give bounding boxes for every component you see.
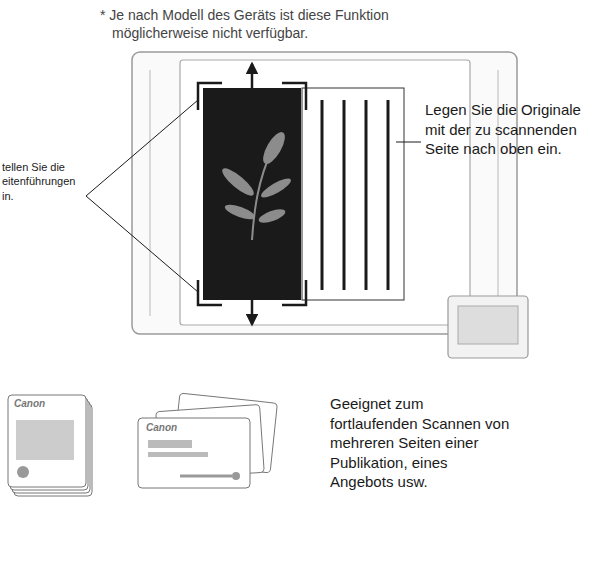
striped-page xyxy=(322,100,388,290)
description-text: Geeignet zum fortlaufenden Scannen von m… xyxy=(330,394,510,492)
side-guides xyxy=(282,280,306,305)
callout-text: tellen Sie die eitenführungen in. xyxy=(2,160,82,203)
guide-arrows xyxy=(251,284,254,324)
leader-line xyxy=(86,100,198,196)
control-panel xyxy=(458,306,518,344)
side-guides xyxy=(198,83,222,110)
side-guides xyxy=(198,83,306,305)
landscape-stack xyxy=(180,475,232,478)
landscape-stack xyxy=(138,418,250,488)
side-guides xyxy=(198,280,222,305)
striped-page xyxy=(302,88,404,300)
leader-line xyxy=(86,196,198,292)
footnote: * Je nach Modell des Geräts ist diese Fu… xyxy=(100,6,452,42)
scanner-body xyxy=(132,52,517,334)
original-photo xyxy=(203,88,301,300)
original-photo xyxy=(219,129,293,240)
landscape-stack xyxy=(138,393,277,488)
landscape-stack xyxy=(232,472,240,480)
original-photo xyxy=(259,129,289,167)
original-photo xyxy=(219,165,257,200)
landscape-stack xyxy=(148,452,208,457)
original-photo xyxy=(257,207,287,226)
leader-line xyxy=(86,100,421,292)
callout-text: Legen Sie die Originale mit der zu scann… xyxy=(425,100,601,159)
portrait-stack xyxy=(8,395,86,487)
logo-text: Canon xyxy=(146,422,206,433)
original-photo xyxy=(259,175,293,201)
logo-text: Canon xyxy=(14,398,74,409)
guide-arrows xyxy=(251,64,254,104)
original-photo xyxy=(203,88,301,300)
striped-page xyxy=(302,88,404,300)
original-photo xyxy=(223,202,256,222)
side-guides xyxy=(282,83,306,110)
scanner-body xyxy=(180,60,470,325)
portrait-stack xyxy=(17,466,29,478)
guide-arrows xyxy=(251,64,254,324)
portrait-stack xyxy=(8,395,92,496)
control-panel xyxy=(448,296,528,358)
landscape-stack xyxy=(148,440,192,448)
scanner-body xyxy=(132,52,517,334)
leader-line xyxy=(396,142,421,143)
control-panel xyxy=(448,296,528,358)
portrait-stack xyxy=(16,420,74,460)
